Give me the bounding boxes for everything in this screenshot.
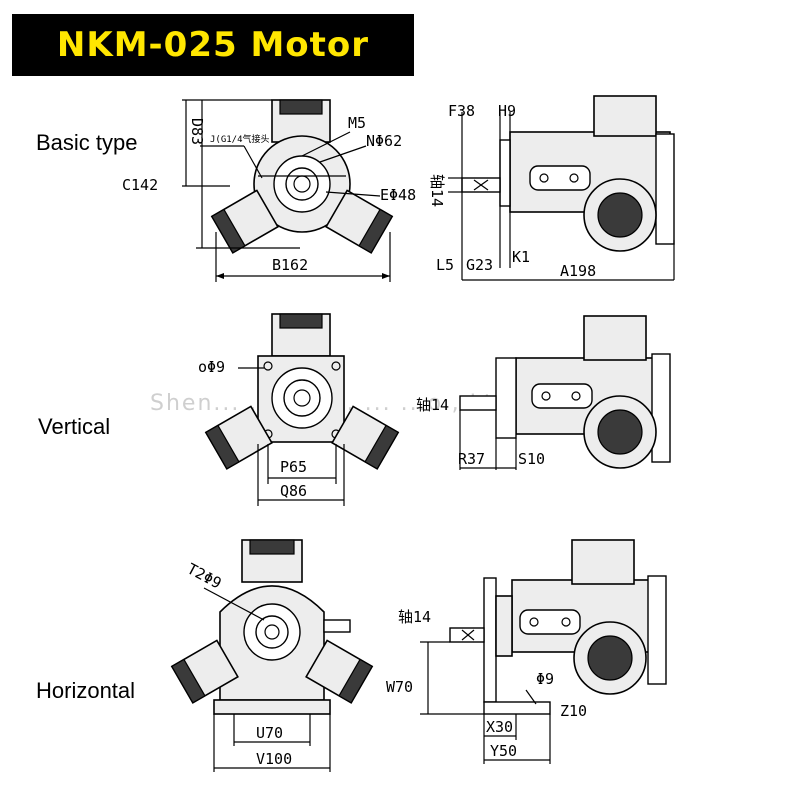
dim-h9: H9	[498, 102, 516, 120]
horizontal-front-view: T2Φ9 U70 V100	[170, 539, 374, 772]
dim-g23: G23	[466, 256, 493, 274]
dim-z10: Z10	[560, 702, 587, 720]
dim-r37: R37	[458, 450, 485, 468]
dim-u70: U70	[256, 724, 283, 742]
dim-shaft14-horizontal: 轴14	[398, 608, 431, 626]
label-air-inlet: J(G1/4气接头	[210, 133, 270, 145]
dim-o9: oΦ9	[198, 358, 225, 376]
dim-l5: L5	[436, 256, 454, 274]
vertical-side-view: 轴14 R37 S10	[416, 315, 671, 470]
row-label-basic: Basic type	[36, 130, 138, 155]
dim-k1: K1	[512, 248, 530, 266]
basic-front-view: D83 C142 J(G1/4气接头 M5 NΦ62 EΦ48 B162	[122, 99, 416, 282]
row-label-vertical: Vertical	[38, 414, 111, 439]
dim-e48: EΦ48	[380, 186, 416, 204]
dim-b162: B162	[272, 256, 308, 274]
dim-m5: M5	[348, 114, 366, 132]
dim-q86: Q86	[280, 482, 307, 500]
basic-side-view: F38 H9 轴14 L5 G23 K1 A198	[428, 95, 675, 281]
dim-phi9: Φ9	[536, 670, 554, 688]
dim-d83: D83	[188, 118, 206, 145]
dim-x30: X30	[486, 718, 513, 736]
dim-w70: W70	[386, 678, 413, 696]
dim-v100: V100	[256, 750, 292, 768]
horizontal-side-view: 轴14 W70 Φ9 Z10 X30 Y50	[386, 539, 667, 764]
dim-shaft14-basic: 轴14	[428, 174, 446, 207]
row-label-horizontal: Horizontal	[36, 678, 136, 703]
title-banner: NKM-025 Motor	[12, 14, 414, 76]
dim-shaft14-vertical: 轴14	[416, 396, 449, 414]
dim-n62: NΦ62	[366, 132, 402, 150]
dim-a198: A198	[560, 262, 596, 280]
dim-c142: C142	[122, 176, 158, 194]
vertical-front-view: oΦ9 P65 Q86	[198, 313, 400, 506]
page-title: NKM-025 Motor	[56, 25, 370, 65]
dim-y50: Y50	[490, 742, 517, 760]
dim-f38: F38	[448, 102, 475, 120]
dim-p65: P65	[280, 458, 307, 476]
dim-s10: S10	[518, 450, 545, 468]
